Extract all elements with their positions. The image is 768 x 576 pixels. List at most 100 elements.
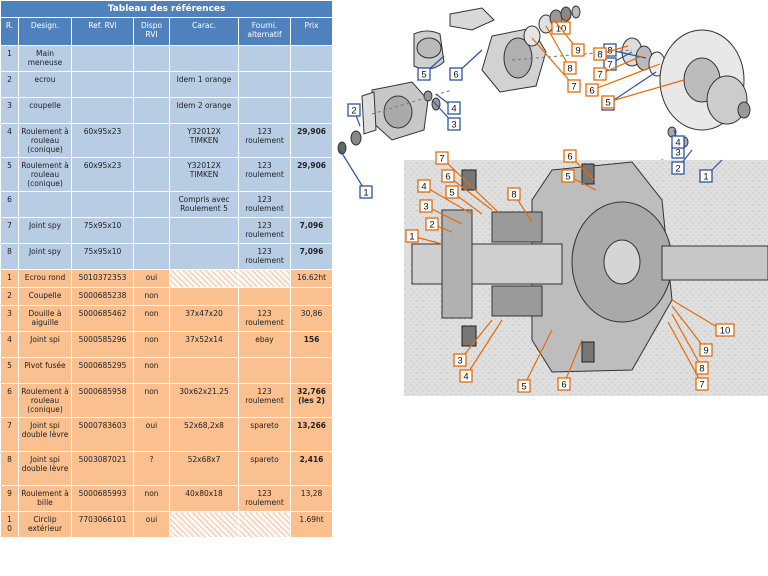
ref-rvi-cell: 5000685993 (71, 485, 134, 512)
blue-callout-6: 6 (449, 49, 483, 81)
ref-rvi-cell (71, 45, 134, 72)
designation-cell: Roulement à rouleau (conique) (18, 123, 72, 158)
fournisseur-alternatif-cell: ebay (238, 331, 291, 358)
callout-leader-line (465, 319, 503, 377)
ref-rvi-cell (71, 71, 134, 98)
designation-cell: coupelle (18, 97, 72, 124)
callout-box (699, 169, 713, 183)
orange-callout-1: 1 (405, 229, 443, 245)
orange-callout-5: 5 (561, 169, 597, 191)
fournisseur-alternatif-cell: 123 roulement (238, 191, 291, 218)
callout-number: 5 (565, 172, 570, 183)
callout-box (425, 217, 439, 231)
caracteristiques-cell: 37x47x20 (169, 305, 239, 332)
designation-cell: ecrou (18, 71, 72, 98)
callout-box (517, 379, 531, 393)
callout-number: 2 (351, 106, 356, 117)
fournisseur-alternatif-cell (238, 287, 291, 306)
dispo-rvi-cell (133, 123, 170, 158)
row-number-cell: 8 (0, 451, 19, 486)
callout-leader-line (339, 149, 367, 193)
callout-box (561, 169, 575, 183)
callout-number: 8 (597, 50, 602, 61)
caracteristiques-cell (169, 511, 239, 538)
callout-leader-line (667, 321, 703, 385)
orange-callout-6: 6 (441, 169, 493, 211)
caracteristiques-cell: Y32012X TIMKEN (169, 123, 239, 158)
designation-cell: Douille à aiguille (18, 305, 72, 332)
column-header: Dispo RVI (133, 17, 170, 46)
row-number-cell: 6 (0, 191, 19, 218)
fournisseur-alternatif-cell: 123 roulement (238, 217, 291, 244)
callout-leader-line (459, 319, 493, 361)
callout-leader-line (607, 71, 657, 105)
fournisseur-alternatif-cell (238, 45, 291, 72)
blue-callout-3: 3 (431, 99, 461, 131)
fournisseur-alternatif-cell (238, 97, 291, 124)
prix-cell (289, 357, 334, 384)
orange-callout-5: 5 (445, 185, 483, 215)
orange-callout-8: 8 (507, 187, 533, 223)
column-header: Prix (289, 17, 334, 46)
blue-callout-2: 2 (671, 149, 693, 175)
orange-callout-6: 6 (585, 63, 661, 97)
callout-number: 4 (675, 138, 680, 149)
fournisseur-alternatif-cell (238, 357, 291, 384)
caracteristiques-cell (169, 287, 239, 306)
dispo-rvi-cell (133, 71, 170, 98)
column-header: R. (0, 17, 19, 46)
caracteristiques-cell: 37x52x14 (169, 331, 239, 358)
callout-number: 6 (445, 172, 450, 183)
ref-rvi-cell: 5000783603 (71, 417, 134, 452)
designation-cell: Joint spy (18, 217, 72, 244)
row-number-cell: 1 0 (0, 511, 19, 538)
ref-rvi-cell: 5003087021 (71, 451, 134, 486)
orange-callout-2: 2 (425, 217, 453, 233)
caracteristiques-cell: Idem 1 orange (169, 71, 239, 98)
designation-cell: Roulement à bille (18, 485, 72, 512)
callout-number: 3 (451, 120, 456, 131)
fournisseur-alternatif-cell: 123 roulement (238, 243, 291, 270)
callout-number: 5 (449, 188, 454, 199)
dispo-rvi-cell: non (133, 305, 170, 332)
row-number-cell: 9 (0, 485, 19, 512)
callout-number: 5 (421, 70, 426, 81)
dispo-rvi-cell: non (133, 287, 170, 306)
callout-number: 5 (605, 98, 610, 109)
callout-leader-line (531, 37, 575, 87)
column-header: Fourni. alternatif (238, 17, 291, 46)
row-number-cell: 3 (0, 97, 19, 124)
row-number-cell: 4 (0, 123, 19, 158)
designation-cell (18, 191, 72, 218)
designation-cell: Joint spi double lèvre (18, 417, 72, 452)
fournisseur-alternatif-cell: 123 roulement (238, 383, 291, 418)
callout-number: 8 (567, 64, 572, 75)
prix-cell: 156 (289, 331, 334, 358)
callout-box (459, 369, 473, 383)
callout-number: 3 (423, 202, 428, 213)
callout-box (695, 377, 709, 391)
callout-box (557, 377, 571, 391)
caracteristiques-cell: 30x62x21.25 (169, 383, 239, 418)
prix-cell: 29,906 (289, 157, 334, 192)
callout-box (435, 151, 449, 165)
callout-box (449, 67, 463, 81)
blue-callout-1: 1 (699, 159, 723, 183)
dispo-rvi-cell (133, 243, 170, 270)
dispo-rvi-cell: oui (133, 511, 170, 538)
designation-cell: Coupelle (18, 287, 72, 306)
dispo-rvi-cell (133, 157, 170, 192)
reference-table: Tableau des références R.Design.Ref. RVI… (0, 0, 334, 538)
orange-callout-7: 7 (593, 55, 643, 81)
callout-leader-line (591, 63, 661, 91)
prix-cell (289, 45, 334, 72)
caracteristiques-cell (169, 357, 239, 384)
